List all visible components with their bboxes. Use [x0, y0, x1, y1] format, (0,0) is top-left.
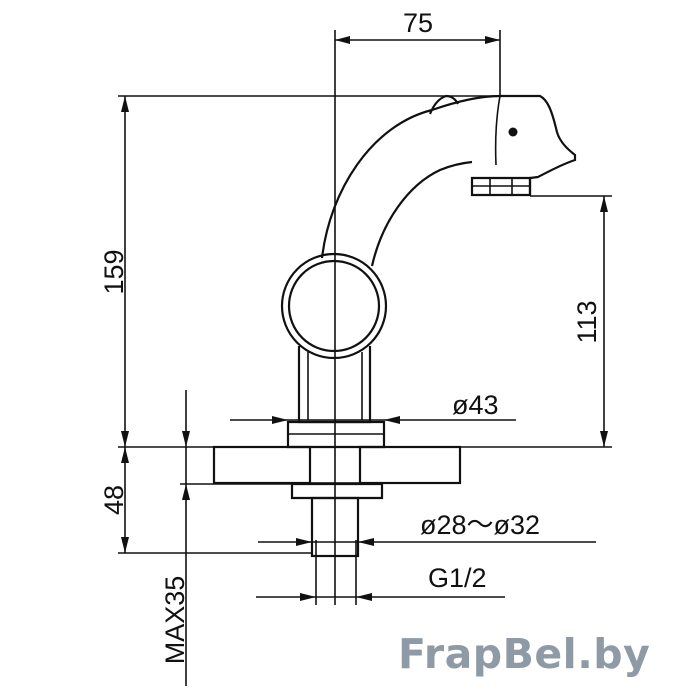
label-hole-diameter: ø28～ø32	[420, 510, 540, 540]
dimension-hole-diameter: ø28～ø32	[258, 510, 596, 546]
dimension-159: 159	[99, 95, 500, 447]
dimension-max35: MAX35	[160, 390, 190, 686]
dimension-113: 113	[530, 195, 612, 447]
label-thread: G1/2	[428, 563, 487, 593]
faucet-body	[280, 94, 577, 449]
dimension-dia-43: ø43	[230, 390, 516, 424]
label-75: 75	[403, 8, 433, 38]
dimension-48: 48	[99, 447, 129, 553]
label-dia-43: ø43	[452, 390, 499, 420]
watermark-logo: FrapBel.by	[398, 630, 651, 678]
label-max35: MAX35	[160, 576, 190, 665]
dimension-thread: G1/2	[256, 540, 505, 605]
label-159: 159	[99, 249, 129, 294]
label-48: 48	[99, 485, 129, 515]
label-113: 113	[572, 300, 602, 343]
dimension-75: 75	[335, 8, 500, 44]
